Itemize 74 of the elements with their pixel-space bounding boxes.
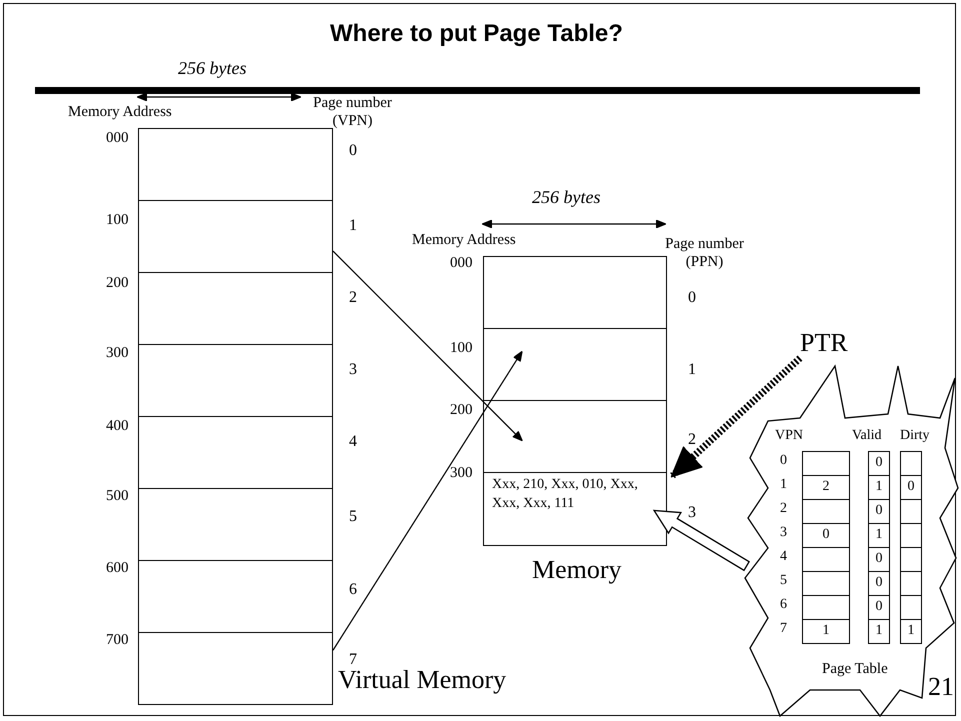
arrow	[332, 350, 523, 651]
table-cell: 0	[868, 571, 890, 596]
memory-page-box	[138, 488, 333, 561]
memory-page-box	[138, 416, 333, 489]
column-heading: Valid	[852, 428, 882, 444]
column-heading: Page number (VPN)	[312, 94, 393, 130]
address-label: 300	[106, 345, 128, 362]
page-number: 3	[349, 361, 357, 379]
memory-page-box	[138, 344, 333, 417]
row-number: 3	[780, 525, 787, 541]
page-number: 2	[688, 431, 696, 449]
address-label: 200	[450, 402, 472, 419]
memory-page-box	[483, 400, 667, 473]
dimension-label: 256 bytes	[532, 187, 600, 208]
memory-page-box: Xxx, 210, Xxx, 010, Xxx, Xxx, Xxx, 111	[483, 472, 667, 546]
pointer-label: PTR	[800, 328, 848, 358]
page-number: 1	[349, 217, 357, 235]
table-cell: 0	[868, 451, 890, 476]
address-label: 700	[106, 632, 128, 649]
table-caption: Page Table	[822, 661, 888, 678]
row-number: 7	[780, 621, 787, 637]
table-cell: 0	[868, 547, 890, 572]
memory-page-box	[483, 328, 667, 401]
table-cell: 0	[802, 523, 850, 548]
memory-page-box	[138, 632, 333, 705]
row-number: 2	[780, 501, 787, 517]
row-number: 5	[780, 573, 787, 589]
table-cell: 0	[868, 595, 890, 620]
table-cell: 1	[868, 475, 890, 500]
table-cell: 0	[900, 475, 922, 500]
page-number: 2	[349, 289, 357, 307]
memory-page-box	[483, 256, 667, 329]
page-number: 6	[349, 581, 357, 599]
column-heading: Page number (PPN)	[664, 235, 745, 271]
page-number: 5	[349, 508, 357, 526]
arrow	[652, 510, 750, 572]
address-label: 500	[106, 488, 128, 505]
page-number: 3	[688, 504, 696, 522]
address-label: 100	[450, 340, 472, 357]
column-heading: Dirty	[900, 428, 930, 444]
dimension-label: 256 bytes	[178, 58, 246, 79]
slide-title: Where to put Page Table?	[330, 20, 623, 48]
table-cell: 2	[802, 475, 850, 500]
address-label: 000	[450, 255, 472, 272]
memory-page-box	[138, 200, 333, 273]
axis-heading: Memory Address	[412, 232, 516, 249]
address-label: 200	[106, 275, 128, 292]
table-cell: 1	[802, 619, 850, 644]
column-heading: VPN	[775, 428, 804, 444]
table-cell: 1	[900, 619, 922, 644]
page-number: 1	[688, 361, 696, 379]
arrow	[332, 250, 523, 442]
table-cell: 0	[868, 499, 890, 524]
page-number: 0	[688, 289, 696, 307]
address-label: 000	[106, 130, 128, 147]
address-label: 300	[450, 465, 472, 482]
arrow	[670, 356, 802, 478]
memory-page-box	[138, 560, 333, 633]
memory-page-box	[138, 272, 333, 345]
slide-number: 21	[928, 672, 954, 702]
row-number: 1	[780, 477, 787, 493]
memory-page-box	[138, 128, 333, 201]
axis-heading: Memory Address	[68, 104, 172, 121]
address-label: 100	[106, 212, 128, 229]
page-number: 0	[349, 142, 357, 160]
row-number: 0	[780, 453, 787, 469]
memory-caption: Memory	[532, 555, 622, 585]
row-number: 4	[780, 549, 787, 565]
address-label: 600	[106, 560, 128, 577]
page-number: 4	[349, 433, 357, 451]
address-label: 400	[106, 418, 128, 435]
row-number: 6	[780, 597, 787, 613]
table-cell: 1	[868, 619, 890, 644]
table-cell: 1	[868, 523, 890, 548]
